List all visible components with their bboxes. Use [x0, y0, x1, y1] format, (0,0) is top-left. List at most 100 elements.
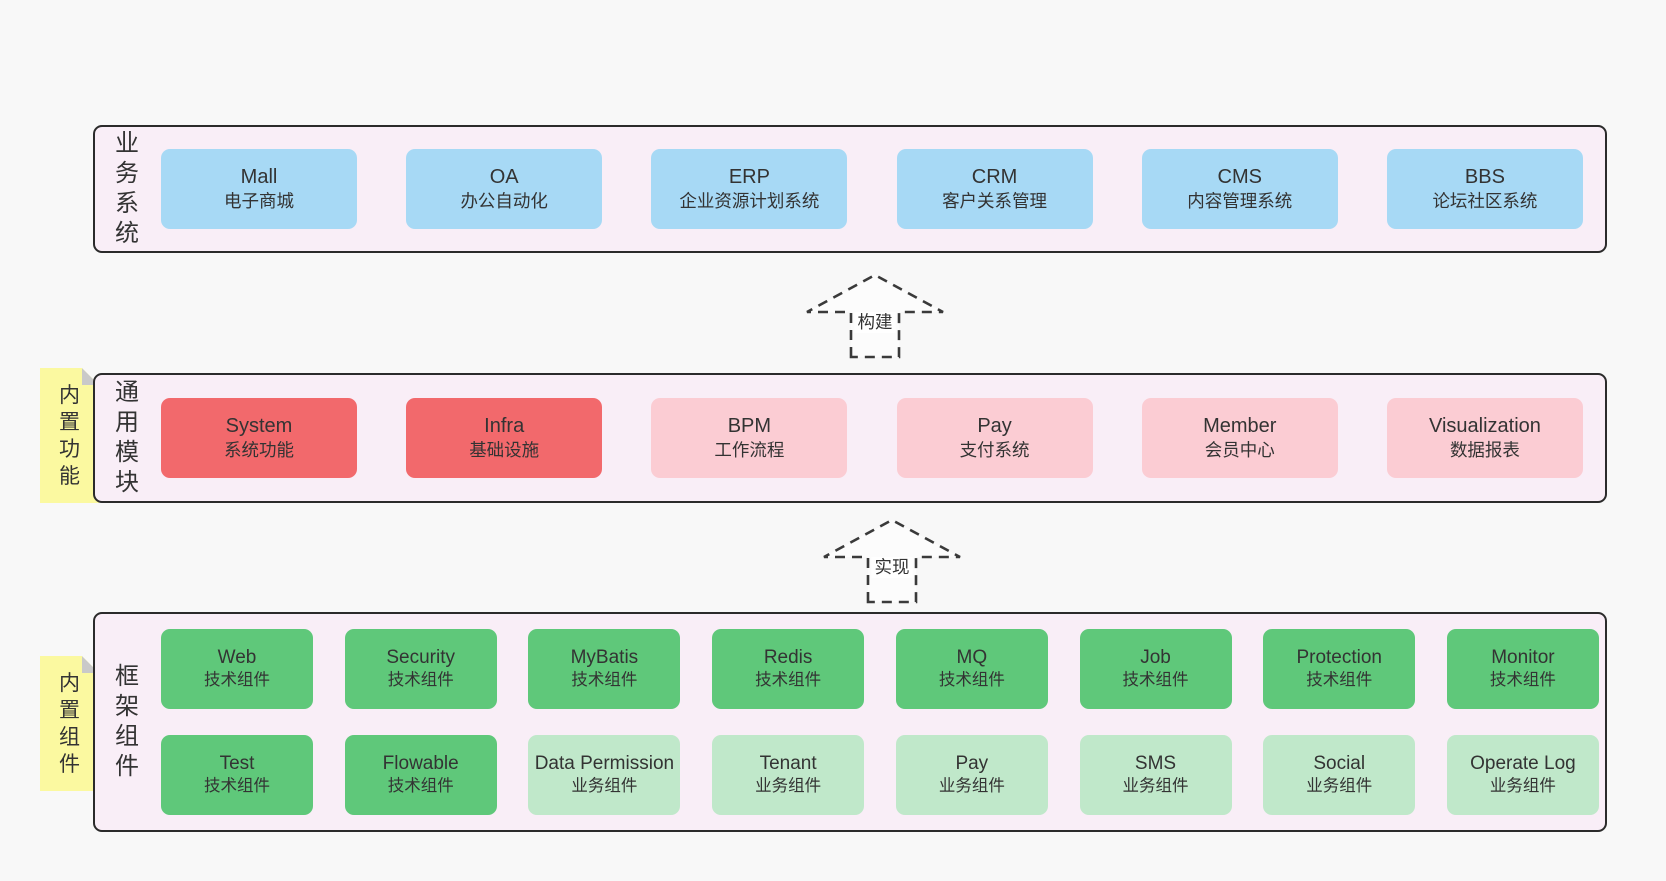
node-subtitle: 论坛社区系统 — [1432, 191, 1538, 211]
node-title: MQ — [956, 647, 988, 668]
node-title: Flowable — [382, 753, 459, 774]
vertical-label-char: 通 — [115, 379, 139, 406]
node-subtitle: 技术组件 — [387, 671, 454, 689]
node-subtitle: 工作流程 — [714, 440, 785, 460]
vertical-label-char: 框 — [115, 663, 139, 690]
node-mybatis: MyBatis 技术组件 — [528, 629, 681, 709]
node-oa: OA 办公自动化 — [406, 149, 603, 229]
vertical-label-char: 内 — [59, 671, 80, 695]
vertical-label-char: 件 — [115, 753, 139, 780]
node-sms: SMS 业务组件 — [1079, 735, 1232, 815]
node-title: BBS — [1464, 166, 1505, 188]
node-title: ERP — [728, 166, 770, 188]
node-subtitle: 数据报表 — [1449, 440, 1520, 460]
node-title: Social — [1313, 753, 1366, 774]
node-subtitle: 技术组件 — [1306, 671, 1373, 689]
arrow-implement: 实现 — [821, 516, 963, 604]
arrow-build-label: 构建 — [854, 312, 896, 333]
node-title: SMS — [1134, 753, 1177, 774]
node-title: Monitor — [1491, 647, 1555, 668]
node-subtitle: 支付系统 — [959, 440, 1030, 460]
node-title: System — [225, 415, 293, 437]
node-subtitle: 业务组件 — [1489, 777, 1556, 795]
vertical-label-char: 功 — [59, 437, 80, 461]
vertical-label-char: 内 — [59, 383, 80, 407]
vertical-label-char: 组 — [115, 723, 139, 750]
node-social: Social 业务组件 — [1263, 735, 1416, 815]
node-title: Visualization — [1428, 415, 1541, 437]
vertical-label-char: 用 — [115, 409, 139, 436]
vertical-label-char: 统 — [115, 220, 139, 247]
node-subtitle: 技术组件 — [571, 671, 638, 689]
node-job: Job 技术组件 — [1079, 629, 1232, 709]
node-subtitle: 会员中心 — [1204, 440, 1275, 460]
node-title: CRM — [971, 166, 1018, 188]
node-bpm: BPM 工作流程 — [651, 398, 848, 478]
node-protection: Protection 技术组件 — [1263, 629, 1416, 709]
node-subtitle: 技术组件 — [1489, 671, 1556, 689]
node-title: Operate Log — [1470, 753, 1576, 774]
node-title: Protection — [1296, 647, 1382, 668]
vertical-label-char: 务 — [115, 160, 139, 187]
vertical-label-char: 业 — [115, 130, 139, 157]
node-subtitle: 基础设施 — [469, 440, 540, 460]
node-subtitle: 内容管理系统 — [1187, 191, 1293, 211]
node-visualization: Visualization 数据报表 — [1386, 398, 1583, 478]
arrow-implement-label: 实现 — [871, 557, 913, 578]
node-subtitle: 业务组件 — [571, 777, 638, 795]
vertical-label-char: 块 — [115, 469, 139, 496]
node-subtitle: 企业资源计划系统 — [679, 191, 820, 211]
node-title: Mall — [240, 166, 278, 188]
node-pay: Pay 支付系统 — [896, 398, 1093, 478]
node-title: Security — [386, 647, 456, 668]
node-subtitle: 办公自动化 — [460, 191, 548, 211]
node-title: MyBatis — [570, 647, 639, 668]
node-title: Job — [1140, 647, 1171, 668]
layer-label-business-systems: 业务系统 — [95, 127, 153, 251]
node-title: BPM — [727, 415, 772, 437]
sticky-note-built-in-components: 内置组件 — [40, 656, 99, 791]
node-title: Web — [217, 647, 257, 668]
node-subtitle: 业务组件 — [1306, 777, 1373, 795]
node-subtitle: 业务组件 — [1122, 777, 1189, 795]
vertical-label-char: 组 — [59, 725, 80, 749]
node-subtitle: 业务组件 — [755, 777, 822, 795]
vertical-label-char: 系 — [115, 190, 139, 217]
node-member: Member 会员中心 — [1141, 398, 1338, 478]
node-title: Data Permission — [534, 753, 675, 774]
vertical-label-char: 能 — [59, 464, 80, 488]
node-title: OA — [489, 166, 519, 188]
node-subtitle: 技术组件 — [387, 777, 454, 795]
node-data-permission: Data Permission 业务组件 — [528, 735, 681, 815]
node-subtitle: 技术组件 — [1122, 671, 1189, 689]
node-subtitle: 业务组件 — [938, 777, 1005, 795]
node-title: Member — [1203, 415, 1277, 437]
node-title: Test — [219, 753, 255, 774]
node-title: Infra — [484, 415, 525, 437]
node-web: Web 技术组件 — [161, 629, 313, 709]
node-monitor: Monitor 技术组件 — [1446, 629, 1599, 709]
node-subtitle: 技术组件 — [204, 671, 270, 689]
layer-label-common-modules: 通用模块 — [95, 375, 153, 501]
layer-label-framework-components: 框架组件 — [95, 614, 153, 830]
node-subtitle: 技术组件 — [755, 671, 822, 689]
node-title: Pay — [977, 415, 1012, 437]
vertical-label-char: 置 — [59, 698, 80, 722]
